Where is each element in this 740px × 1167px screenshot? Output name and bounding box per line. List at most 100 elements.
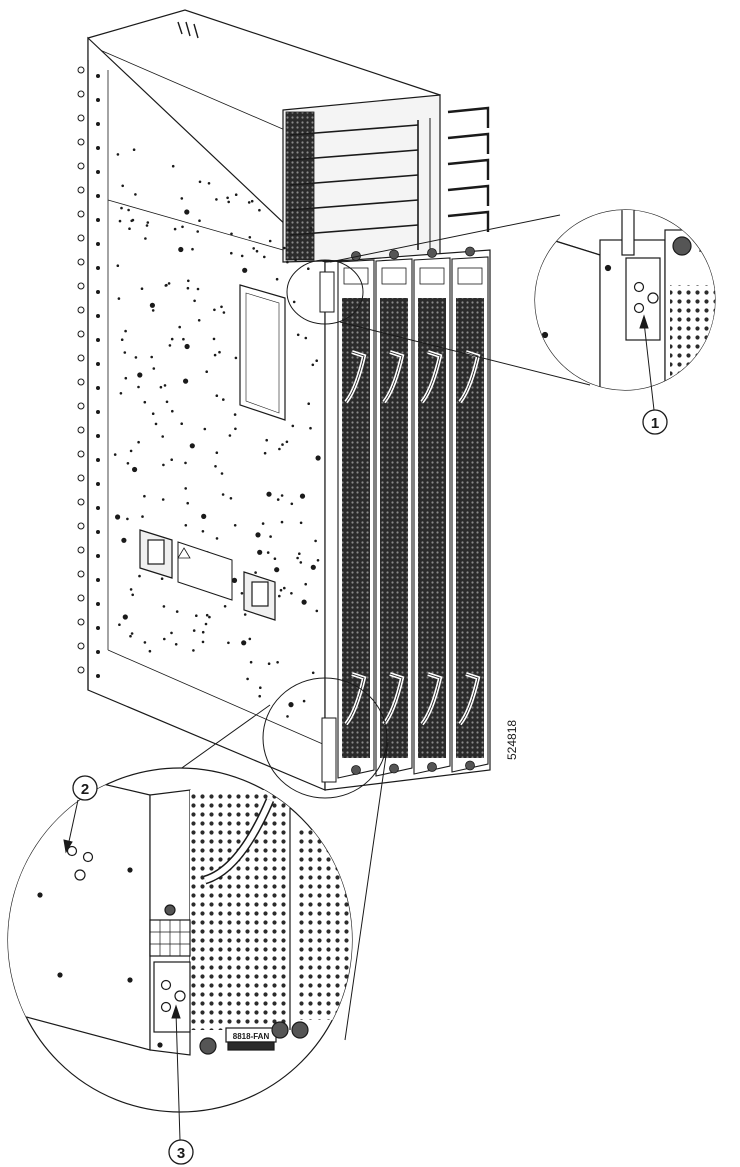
panel-rivet — [186, 501, 189, 505]
line-card-handle-outline — [421, 673, 441, 725]
upper-handles — [447, 106, 490, 232]
panel-rivet — [250, 199, 254, 203]
panel-rivet — [296, 556, 299, 560]
rail-rivet — [96, 314, 100, 318]
panel-rivet — [137, 385, 140, 389]
line-card — [413, 248, 451, 775]
panel-rivet — [117, 297, 121, 300]
inset-top-right — [534, 209, 716, 391]
panel-rivet — [311, 671, 315, 675]
panel-rivet — [132, 148, 136, 151]
panel-rivet — [143, 400, 147, 404]
panel-rivet — [129, 449, 133, 453]
panel-rivet — [299, 521, 303, 525]
panel-rivet — [234, 427, 237, 431]
panel-rivet — [143, 641, 147, 644]
rail-rivet — [96, 674, 100, 678]
line-card-handle-outline — [345, 673, 365, 725]
line-card-handle-outline — [383, 673, 403, 725]
line-card-handle-outline — [383, 351, 403, 403]
panel-rivet — [189, 443, 195, 449]
panel-rivet — [255, 532, 261, 538]
panel-rivet — [193, 299, 196, 303]
panel-rivet — [246, 677, 249, 681]
panel-rivet — [201, 640, 205, 644]
panel-rivet — [221, 493, 225, 496]
line-card-vent — [456, 298, 484, 758]
panel-rivet — [192, 649, 195, 652]
rail-screw — [77, 354, 85, 362]
panel-rivet — [186, 286, 190, 290]
panel-rivet — [314, 539, 317, 543]
panel-rivet — [113, 453, 117, 456]
panel-rivet — [205, 370, 208, 374]
panel-rivet — [304, 336, 308, 340]
panel-rivet — [170, 337, 174, 341]
panel-rivet — [184, 524, 188, 527]
panel-rivet — [174, 643, 178, 646]
panel-rivet — [215, 198, 218, 201]
line-card-knob — [389, 763, 399, 774]
panel-rivet — [175, 610, 179, 613]
panel-rivet — [127, 208, 130, 212]
panel-rivet — [227, 200, 230, 204]
panel-rivet — [288, 702, 294, 708]
panel-rivet — [310, 564, 316, 570]
rail-screw — [77, 570, 85, 578]
panel-rivet — [168, 344, 172, 347]
panel-rivet — [144, 237, 147, 240]
callout-3: 3 — [168, 1139, 194, 1165]
panel-rivet — [259, 686, 262, 689]
panel-rivet — [276, 498, 280, 501]
panel-rivet — [159, 385, 163, 389]
panel-rivet — [184, 487, 187, 490]
panel-rivet — [233, 413, 237, 416]
rail-rivet — [96, 434, 100, 438]
panel-rivet — [120, 338, 124, 342]
rail-screw — [77, 642, 85, 650]
panel-rivet — [215, 394, 219, 398]
line-card-handle-outline — [421, 351, 441, 403]
rail-rivet — [96, 506, 100, 510]
line-card-handle-outline — [459, 351, 479, 403]
panel-rivet — [130, 219, 133, 223]
line-card-knob — [465, 246, 475, 257]
panel-rivet — [118, 623, 121, 626]
line-card — [375, 249, 413, 777]
panel-rivet — [115, 514, 121, 520]
figure-id-number: 524818 — [505, 720, 519, 760]
rail-screw — [77, 282, 85, 290]
panel-rivet — [140, 287, 144, 291]
panel-rivet — [192, 629, 196, 632]
line-card-handle-outline — [345, 351, 365, 403]
panel-rivet — [124, 329, 127, 333]
panel-rivet — [126, 462, 130, 465]
line-card-slots — [337, 246, 489, 779]
panel-rivet — [249, 660, 253, 664]
panel-rivet — [304, 582, 308, 586]
rail-rivet — [96, 626, 100, 630]
panel-rivet — [255, 249, 259, 253]
panel-rivet — [180, 197, 184, 200]
panel-rivet — [198, 180, 202, 184]
panel-rivet — [212, 337, 216, 341]
rail-rivet — [96, 122, 100, 126]
panel-rivet — [263, 255, 266, 259]
panel-rivet — [315, 609, 319, 613]
panel-rivet — [201, 630, 205, 634]
rail-screw — [77, 498, 85, 506]
panel-rivet — [280, 494, 284, 497]
panel-rivet — [296, 333, 300, 337]
panel-rivet — [116, 153, 120, 156]
panel-rivet — [226, 196, 229, 200]
panel-rivet — [187, 279, 190, 283]
panel-rivet — [248, 637, 252, 641]
rail-screw — [77, 378, 85, 386]
rail-rivet — [96, 338, 100, 342]
panel-rivet — [279, 588, 283, 592]
line-card-label-box — [381, 267, 407, 285]
panel-rivet — [122, 614, 128, 620]
panel-rivet — [223, 605, 227, 608]
line-card-knob — [351, 765, 361, 775]
panel-rivet — [273, 557, 277, 560]
